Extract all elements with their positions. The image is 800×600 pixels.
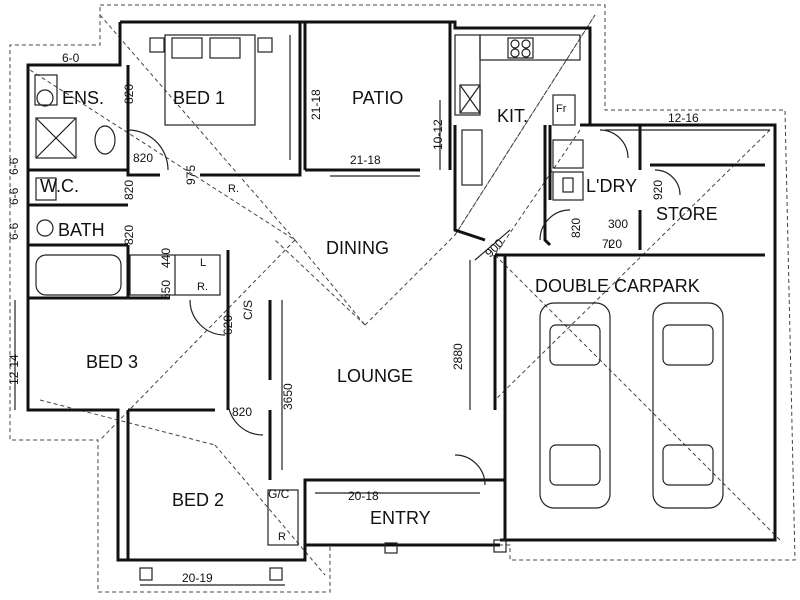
carpark-corner-icon <box>493 539 507 553</box>
room-label-kit: KIT. <box>497 106 528 126</box>
cs-label: C/S <box>241 300 255 320</box>
bed1-pillow-icon <box>209 37 241 59</box>
kitchen-bench-top <box>479 34 581 61</box>
bed1-bed <box>164 34 256 126</box>
dim-left-6-6-c: 6-6 <box>7 222 21 240</box>
door-swings <box>127 129 681 486</box>
dim-ldry-door: 820 <box>569 218 583 238</box>
dim-ldry-720: 720 <box>602 237 622 251</box>
fixture-mark-l: L <box>200 257 206 269</box>
dim-hall-440: 440 <box>159 248 173 268</box>
car-right-icon <box>652 302 724 509</box>
bath-basin-icon <box>36 219 54 237</box>
room-label-bed1: BED 1 <box>173 88 225 108</box>
dim-bed2-820: 820 <box>232 405 252 419</box>
room-label-double-carpark: DOUBLE CARPARK <box>535 276 700 296</box>
shower-icon <box>35 117 77 159</box>
dimension-lines <box>14 35 770 586</box>
dim-lounge-2880: 2880 <box>451 343 465 370</box>
ens-toilet-icon <box>94 125 116 155</box>
room-label-ens: ENS. <box>62 88 104 108</box>
dim-bed3-620: 620 <box>221 315 235 335</box>
stove-icon <box>507 37 534 59</box>
fixture-mark-l-ldry: L <box>608 239 614 251</box>
dim-top-left: 6-0 <box>62 51 80 65</box>
dim-bed1-975: 975 <box>184 165 198 185</box>
ens-basin-bowl-icon <box>36 89 54 107</box>
wc-toilet-icon <box>35 177 57 201</box>
room-label-wc: W.C. <box>40 176 79 196</box>
dim-hall-550: 550 <box>159 280 173 300</box>
dim-patio-v: 21-18 <box>309 89 323 120</box>
room-label-dining: DINING <box>326 238 389 258</box>
room-label-ldry: L'DRY <box>586 176 637 196</box>
room-label-store: STORE <box>656 204 718 224</box>
hws-icon <box>269 567 283 581</box>
fixtures <box>34 34 724 581</box>
room-label-entry: ENTRY <box>370 508 431 528</box>
dim-carpark-top: 12-16 <box>668 111 699 125</box>
dim-left-12-14: 12-14 <box>7 354 21 385</box>
dim-store-300: 300 <box>608 217 628 231</box>
dim-bed1-door: 820 <box>133 151 153 165</box>
room-label-lounge: LOUNGE <box>337 366 413 386</box>
fridge-label: Fr <box>556 103 567 115</box>
dim-left-6-6-b: 6-6 <box>7 187 21 205</box>
dim-store-920: 920 <box>651 180 665 200</box>
dishwasher-icon <box>461 129 483 186</box>
washing-machine-icon <box>552 139 584 169</box>
kitchen-sink-icon <box>459 84 481 114</box>
gc-label: G/C <box>268 487 290 501</box>
bed2-robe <box>267 489 299 546</box>
dim-ens-side: 820 <box>122 84 136 104</box>
fixture-mark-r-bed2: R <box>278 531 286 543</box>
bedside-table-icon <box>257 37 273 53</box>
fixture-mark-r: R. <box>197 281 208 293</box>
bathtub-icon <box>35 254 122 296</box>
dim-bottom-20-19: 20-19 <box>182 571 213 585</box>
ens-basin-icon <box>34 74 58 106</box>
bedside-table-icon <box>149 37 165 53</box>
roof-outline <box>9 4 796 593</box>
bed1-pillow-icon <box>171 37 203 59</box>
dim-left-6-6-a: 6-6 <box>7 157 21 175</box>
room-label-bed3: BED 3 <box>86 352 138 372</box>
dim-entry-20-18: 20-18 <box>348 489 379 503</box>
dim-patio-h: 21-18 <box>350 153 381 167</box>
dim-bath-v: 820 <box>122 225 136 245</box>
kitchen-bench-left <box>454 34 481 116</box>
meter-box-icon <box>139 567 153 581</box>
interior-walls <box>28 22 765 560</box>
dim-wc-v: 820 <box>122 180 136 200</box>
entry-step-icon <box>384 542 398 554</box>
exterior-walls <box>26 20 777 562</box>
trough-icon <box>552 171 584 201</box>
dim-lounge-3650: 3650 <box>281 383 295 410</box>
fridge-icon <box>552 94 576 126</box>
room-label-bed2: BED 2 <box>172 490 224 510</box>
room-label-patio: PATIO <box>352 88 403 108</box>
room-label-bath: BATH <box>58 220 105 240</box>
dim-kit-v: 10-12 <box>431 119 445 150</box>
fixture-mark-r-bed1: R. <box>228 183 239 195</box>
car-left-icon <box>539 302 611 509</box>
